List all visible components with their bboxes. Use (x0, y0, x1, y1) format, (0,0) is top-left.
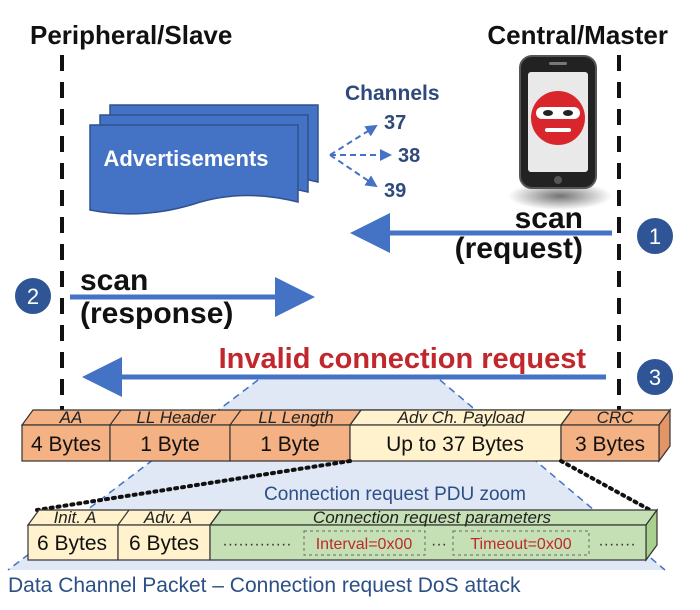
zoom-title: Connection request PDU zoom (264, 484, 526, 505)
packet-ll-header-size: 1 Byte (140, 433, 200, 456)
channels-title: Channels (345, 82, 440, 105)
step-3-badge (635, 357, 675, 397)
central-header: Central/Master (487, 20, 668, 50)
advertisements-shape: Advertisements (89, 104, 319, 215)
packet-aa-size: 4 Bytes (31, 433, 101, 456)
figure-caption: Data Channel Packet – Connection request… (8, 574, 521, 597)
zoom-field-init-a (27, 524, 119, 561)
channel-arrow-39 (329, 154, 378, 188)
packet-ll-header-name: LL Header (136, 408, 216, 427)
interval-value: Interval=0x00 (316, 536, 413, 553)
peripheral-header: Peripheral/Slave (30, 20, 232, 50)
villain-mask-icon (531, 91, 585, 145)
step-2-badge (13, 276, 53, 316)
packet-adv-payload-name: Adv Ch. Payload (397, 408, 525, 427)
channel-38: 38 (398, 145, 420, 167)
scan-response-line2: (response) (80, 297, 233, 330)
zoom-field-adv-a (117, 524, 211, 561)
packet-field-ll-length (229, 424, 351, 462)
zoom-dots-2: ··· (431, 536, 447, 553)
invalid-connection-request-label: Invalid connection request (219, 343, 587, 375)
zoom-dots-1: ············· (222, 536, 291, 553)
zoom-init-a-name: Init. A (54, 508, 97, 527)
step-1-badge (635, 216, 675, 256)
timeout-cell (452, 530, 590, 556)
packet-aa-name: AA (59, 408, 83, 427)
scan-request-line1: scan (515, 202, 583, 235)
channel-37: 37 (384, 112, 406, 134)
step-1-number: 1 (649, 224, 661, 249)
packet-crc-size: 3 Bytes (575, 433, 645, 456)
smartphone-icon (508, 55, 612, 210)
zoom-connector-left (35, 459, 352, 512)
packet-crc-name: CRC (597, 408, 635, 427)
packet-ll-length-size: 1 Byte (260, 433, 320, 456)
packet-field-crc (560, 424, 660, 462)
advertisements-label: Advertisements (103, 146, 268, 171)
channel-arrow-37 (329, 124, 378, 156)
packet-adv-payload-size: Up to 37 Bytes (386, 433, 524, 456)
channel-39: 39 (384, 180, 406, 202)
zoom-dots-3: ······· (598, 536, 635, 553)
zoom-pdu-bar: Init. A Adv. A Connection request parame… (26, 508, 659, 562)
zoom-init-a-size: 6 Bytes (37, 532, 107, 555)
step-3-number: 3 (649, 365, 661, 390)
packet-ll-length-name: LL Length (258, 408, 333, 427)
zoom-adv-a-size: 6 Bytes (129, 532, 199, 555)
zoom-conn-params-name: Connection request parameters (313, 508, 552, 527)
zoom-adv-a-name: Adv. A (143, 508, 192, 527)
scan-response-line1: scan (80, 264, 148, 297)
zoom-connector-right (559, 459, 652, 512)
scan-request-line2: (request) (455, 232, 583, 265)
interval-cell (303, 530, 426, 556)
timeout-value: Timeout=0x00 (470, 536, 571, 553)
packet-bar: AA LL Header LL Length Adv Ch. Payload C… (20, 408, 672, 463)
step-2-number: 2 (27, 284, 39, 309)
